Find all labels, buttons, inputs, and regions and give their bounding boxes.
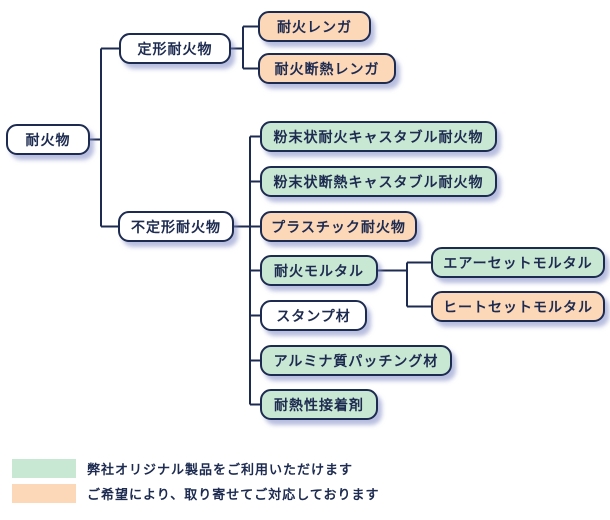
legend-item-order-product: ご希望により、取り寄せてご対応しております [12,484,379,503]
node-refractory-castable-powder: 粉末状耐火キャスタブル耐火物 [260,121,497,152]
node-refractory-mortar: 耐火モルタル [260,255,378,286]
legend-label-order-product: ご希望により、取り寄せてご対応しております [87,487,380,502]
node-heat-resistant-adhesive: 耐熱性接着剤 [260,389,378,420]
node-alumina-patching-material: アルミナ質パッチング材 [260,345,452,376]
legend-item-original-product: 弊社オリジナル製品をご利用いただけます [12,459,379,478]
legend-swatch-original-product [12,459,76,478]
legend: 弊社オリジナル製品をご利用いただけます ご希望により、取り寄せてご対応しておりま… [12,459,379,509]
node-monolithic-refractories: 不定形耐火物 [118,211,234,242]
legend-swatch-order-product [12,484,76,503]
node-insulating-fire-brick: 耐火断熱レンガ [258,53,396,84]
node-plastic-refractory: プラスチック耐火物 [260,211,417,242]
node-air-set-mortar: エアーセットモルタル [431,247,605,278]
node-heat-set-mortar: ヒートセットモルタル [431,291,605,322]
node-refractories-root: 耐火物 [6,124,90,155]
node-insulating-castable-powder: 粉末状断熱キャスタブル耐火物 [260,166,497,197]
legend-label-original-product: 弊社オリジナル製品をご利用いただけます [87,462,354,477]
node-stamp-material: スタンプ材 [260,300,367,331]
node-fire-brick: 耐火レンガ [258,11,371,42]
node-shaped-refractories: 定形耐火物 [119,33,231,64]
